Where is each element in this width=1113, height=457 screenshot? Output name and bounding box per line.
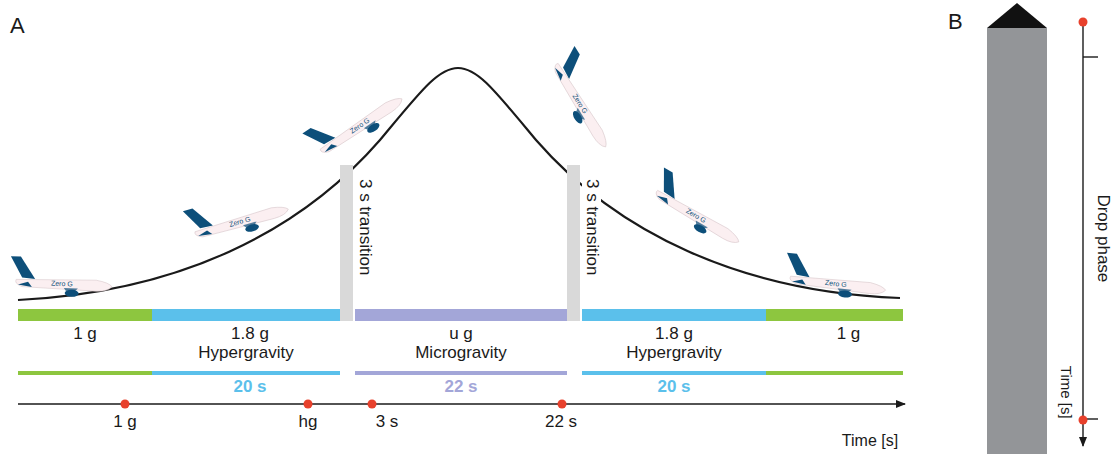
plane-icon <box>183 183 292 248</box>
axis-title: Time [s] <box>1057 366 1074 419</box>
band-fill <box>766 309 903 321</box>
duration-line <box>18 371 152 375</box>
phase-label: 1.8 g <box>231 325 269 344</box>
duration-label: 20 s <box>233 378 266 397</box>
time-point: hg <box>299 413 318 432</box>
time-dot <box>1079 18 1088 27</box>
axis-title: Drop phase <box>1094 194 1113 282</box>
time-dot <box>1079 416 1088 425</box>
transition-bar: 3 s transition <box>340 165 380 321</box>
time-axis <box>18 403 905 405</box>
plane-logo: Zero G <box>51 280 73 288</box>
drop-tower <box>987 28 1047 454</box>
phase-label: Hypergravity <box>626 344 721 363</box>
transition-fill <box>567 165 580 321</box>
duration-label: 20 s <box>657 378 690 397</box>
phase-band: 1 g <box>766 309 903 363</box>
phase-label: Microgravity <box>415 344 507 363</box>
phase-band: 1 g <box>18 309 152 363</box>
time-dot <box>558 400 567 409</box>
plane-icon <box>783 253 888 302</box>
band-fill <box>152 309 340 321</box>
time-dot <box>368 400 377 409</box>
time-dot <box>304 400 313 409</box>
transition-bar: 3 s transition <box>567 165 607 321</box>
time-point: 22 s <box>545 413 577 432</box>
band-fill <box>18 309 152 321</box>
axis-tick <box>1083 56 1098 57</box>
transition-fill <box>340 165 353 321</box>
flight-curve <box>18 68 900 300</box>
duration-line <box>355 371 567 375</box>
axis-title: Time [s] <box>842 432 898 450</box>
duration-label: 22 s <box>444 378 477 397</box>
panel-letter: A <box>10 14 25 38</box>
band-fill <box>355 309 567 321</box>
transition-label: 3 s transition <box>582 177 601 277</box>
phase-band: u gMicrogravity <box>355 309 567 363</box>
panel-letter: B <box>948 10 963 34</box>
phase-label: 1 g <box>73 325 97 344</box>
phase-band: 1.8 gHypergravity <box>582 309 766 363</box>
phase-label: 1 g <box>837 325 861 344</box>
drop-axis <box>1082 22 1083 446</box>
plane-icon <box>302 76 408 165</box>
time-point: 1 g <box>113 413 137 432</box>
phase-label: u g <box>449 325 473 344</box>
transition-label: 3 s transition <box>355 177 374 277</box>
duration-line <box>152 371 340 375</box>
duration-line <box>582 371 766 375</box>
phase-label: Hypergravity <box>198 344 293 363</box>
band-fill <box>582 309 766 321</box>
plane-icon <box>542 46 629 153</box>
plane-icon <box>10 256 113 298</box>
phase-band: 1.8 gHypergravity <box>152 309 340 363</box>
plane-icon <box>645 167 753 251</box>
phase-label: 1.8 g <box>655 325 693 344</box>
duration-line <box>766 371 903 375</box>
tower-top <box>987 3 1047 28</box>
time-dot <box>121 400 130 409</box>
time-point: 3 s <box>376 413 399 432</box>
